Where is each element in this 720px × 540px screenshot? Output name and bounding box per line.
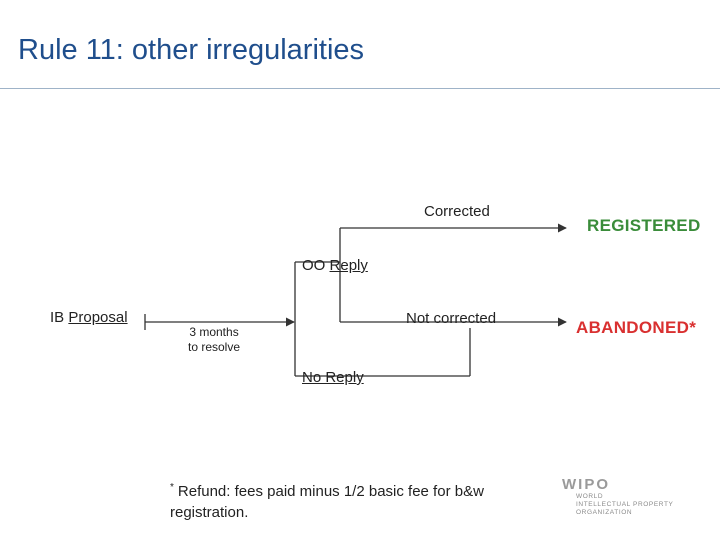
wipo-logo-line1: World bbox=[576, 493, 604, 500]
oo-reply-label: OO Reply bbox=[302, 257, 368, 274]
oo-prefix: OO bbox=[302, 257, 326, 274]
three-months-label: 3 months to resolve bbox=[188, 325, 240, 355]
no-reply-word: No Reply bbox=[302, 369, 364, 386]
footnote-text: Refund: fees paid minus 1/2 basic fee fo… bbox=[170, 483, 484, 521]
footnote: *Refund: fees paid minus 1/2 basic fee f… bbox=[170, 481, 530, 523]
ib-proposal-word: Proposal bbox=[68, 309, 128, 326]
not-corrected-label: Not corrected bbox=[406, 310, 497, 327]
wipo-logo-line2: Intellectual Property bbox=[576, 501, 674, 508]
abandoned-outcome: ABANDONED* bbox=[576, 318, 697, 337]
ib-prefix: IB bbox=[50, 309, 65, 326]
three-months-line2: to resolve bbox=[188, 340, 241, 354]
corrected-label: Corrected bbox=[424, 203, 490, 220]
three-months-line1: 3 months bbox=[189, 325, 239, 339]
registered-outcome: REGISTERED bbox=[587, 216, 701, 235]
ib-proposal-label: IB Proposal bbox=[50, 309, 128, 326]
wipo-logo-mark: WIPO bbox=[562, 476, 610, 493]
wipo-logo: WIPO World Intellectual Property Organiz… bbox=[560, 476, 700, 516]
oo-reply-word: Reply bbox=[329, 257, 368, 274]
wipo-logo-text: World Intellectual Property Organization bbox=[576, 493, 673, 517]
wipo-logo-line3: Organization bbox=[576, 509, 633, 516]
footnote-marker: * bbox=[170, 482, 174, 493]
title-divider bbox=[0, 88, 720, 89]
slide-title: Rule 11: other irregularities bbox=[18, 34, 365, 66]
no-reply-label: No Reply bbox=[302, 369, 364, 386]
